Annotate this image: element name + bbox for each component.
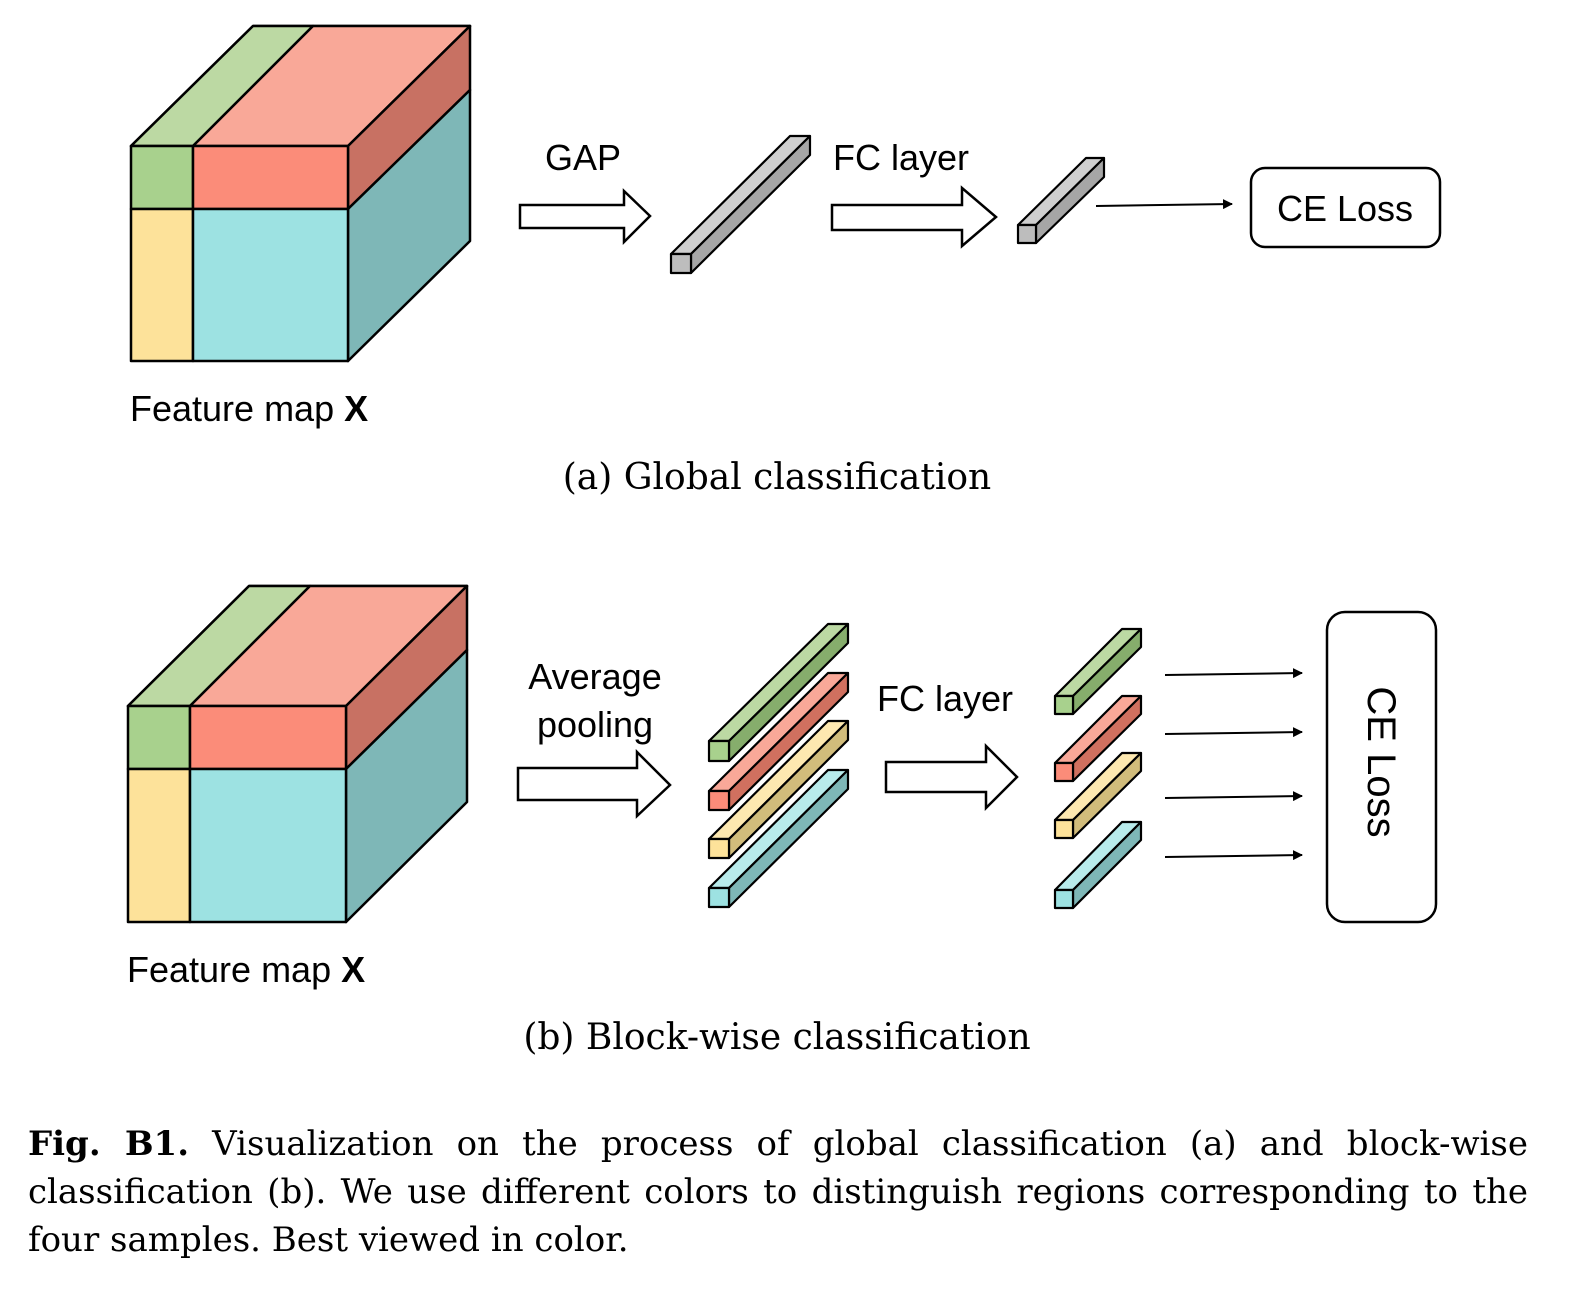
fc-vector-a [1016,156,1106,245]
feature-map-cube-b [126,584,469,924]
gap-arrow [518,188,652,246]
panel-b: Feature map X Average pooling FC layer [126,584,1438,1058]
feature-map-text-a: Feature map [130,388,344,429]
fc-vector-cyan [1053,820,1143,910]
feature-map-symbol-b: X [341,949,365,990]
ce-loss-box-a [1249,166,1442,249]
loss-arrow-a [1095,199,1233,210]
fc-vector-green [1053,627,1143,716]
caption-text: Visualization on the process of global c… [28,1124,1529,1260]
fc-vector-red [1053,694,1143,783]
fc-vector-yellow [1053,751,1143,840]
panel-a: Feature map X GAP FC layer CE Loss (a) G… [129,24,1442,498]
pooled-vector-red [707,671,850,812]
pooled-vector-a [669,134,812,275]
feature-map-symbol-a: X [344,388,368,429]
caption-label: Fig. B1. [28,1124,190,1164]
ce-loss-label-a: CE Loss [1277,188,1413,229]
feature-map-label-b: Feature map X [127,949,365,990]
pooled-vector-cyan [707,768,850,909]
feature-map-label-a: Feature map X [130,388,368,429]
pooled-vector-green [707,622,850,763]
fc-layer-label-b: FC layer [877,678,1013,719]
avg-pool-label-line1: Average [528,656,661,697]
fc-layer-label-a: FC layer [833,137,969,178]
ce-loss-box-b [1325,610,1438,924]
subcaption-a: (a) Global classification [563,457,991,498]
figure-caption: Fig. B1. Visualization on the process of… [28,1120,1528,1264]
ce-loss-label-b: CE Loss [1359,686,1403,837]
fc-arrow-b [884,742,1019,812]
loss-arrow-b-3 [1164,791,1303,802]
pooled-vector-yellow [707,719,850,860]
fc-arrow-a [830,185,998,249]
avg-pool-arrow [516,748,672,819]
feature-map-cube-a [129,24,472,363]
subcaption-b: (b) Block-wise classification [523,1017,1030,1058]
loss-arrow-b-1 [1164,668,1303,679]
gap-label: GAP [545,137,621,178]
avg-pool-label-line2: pooling [537,704,653,745]
loss-arrow-b-2 [1164,727,1303,738]
loss-arrow-b-4 [1164,850,1303,861]
feature-map-text-b: Feature map [127,949,341,990]
